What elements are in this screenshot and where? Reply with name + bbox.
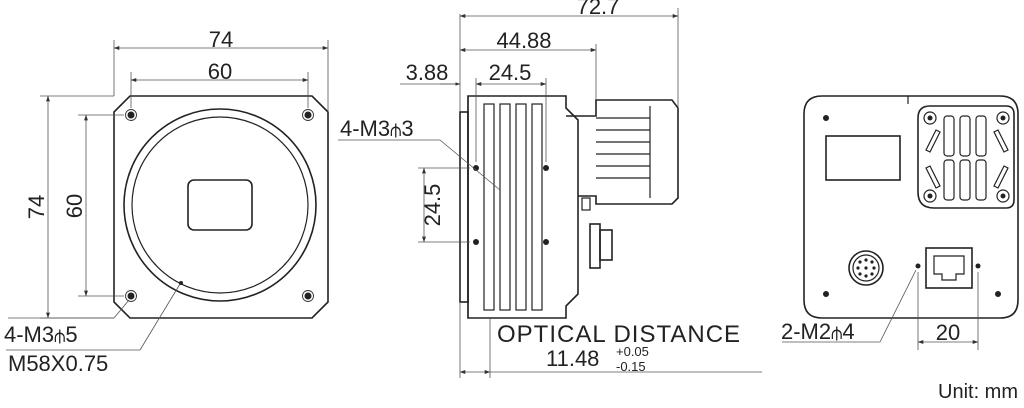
front-height-outer-label: 74: [24, 195, 49, 219]
side-rear-fins: [596, 106, 651, 198]
side-mounting-holes: [473, 165, 549, 245]
optical-distance-tol-upper: +0.05: [616, 344, 649, 359]
optical-distance-tol-lower: -0.15: [616, 359, 646, 374]
side-length-total-label: 72.7: [577, 0, 620, 19]
front-view: [6, 40, 329, 351]
side-hole-spacing-v-label: 24.5: [420, 184, 445, 227]
side-length-body-label: 44.88: [496, 28, 551, 53]
rear-io-connector: [848, 250, 884, 286]
side-connector: [599, 229, 613, 261]
rear-view: [782, 95, 1019, 350]
lens-mount-inner-ring: [131, 116, 309, 294]
rear-body-outline: [803, 95, 1019, 319]
side-flange-plate: [459, 111, 469, 303]
front-holes-callout: 4-M3⫛5: [4, 322, 78, 347]
front-mounting-holes: [125, 109, 314, 302]
side-body-outline: [467, 95, 579, 319]
front-width-outer-label: 74: [209, 27, 233, 52]
side-view: [338, 8, 762, 378]
side-holes-callout: 4-M3⫛3: [340, 116, 414, 141]
optical-distance-label: OPTICAL DISTANCE: [497, 321, 741, 348]
front-body-outline: [113, 95, 329, 319]
side-flange-offset-label: 3.88: [406, 60, 449, 85]
rear-ethernet-port: [925, 247, 973, 289]
front-thread-callout: M58X0.75: [8, 351, 108, 376]
front-height-holes-label: 60: [62, 194, 87, 218]
sensor-window: [187, 179, 253, 231]
side-heatsink-fins: [483, 103, 543, 311]
rear-vent-slots: [925, 115, 1009, 201]
rear-label-plate: [825, 135, 901, 181]
rear-vent-panel: [917, 105, 1015, 209]
front-width-holes-label: 60: [208, 59, 232, 84]
side-hole-spacing-h-label: 24.5: [489, 60, 532, 85]
rear-hole-spacing-label: 20: [936, 320, 960, 345]
side-connector-base: [589, 223, 601, 269]
side-rear-block: [566, 99, 679, 205]
lens-mount-outer-ring: [123, 108, 317, 302]
rear-holes-callout: 2-M2⫛4: [781, 319, 855, 344]
optical-distance-value: 11.48: [546, 346, 599, 371]
units-label: Unit: mm: [938, 381, 1018, 403]
